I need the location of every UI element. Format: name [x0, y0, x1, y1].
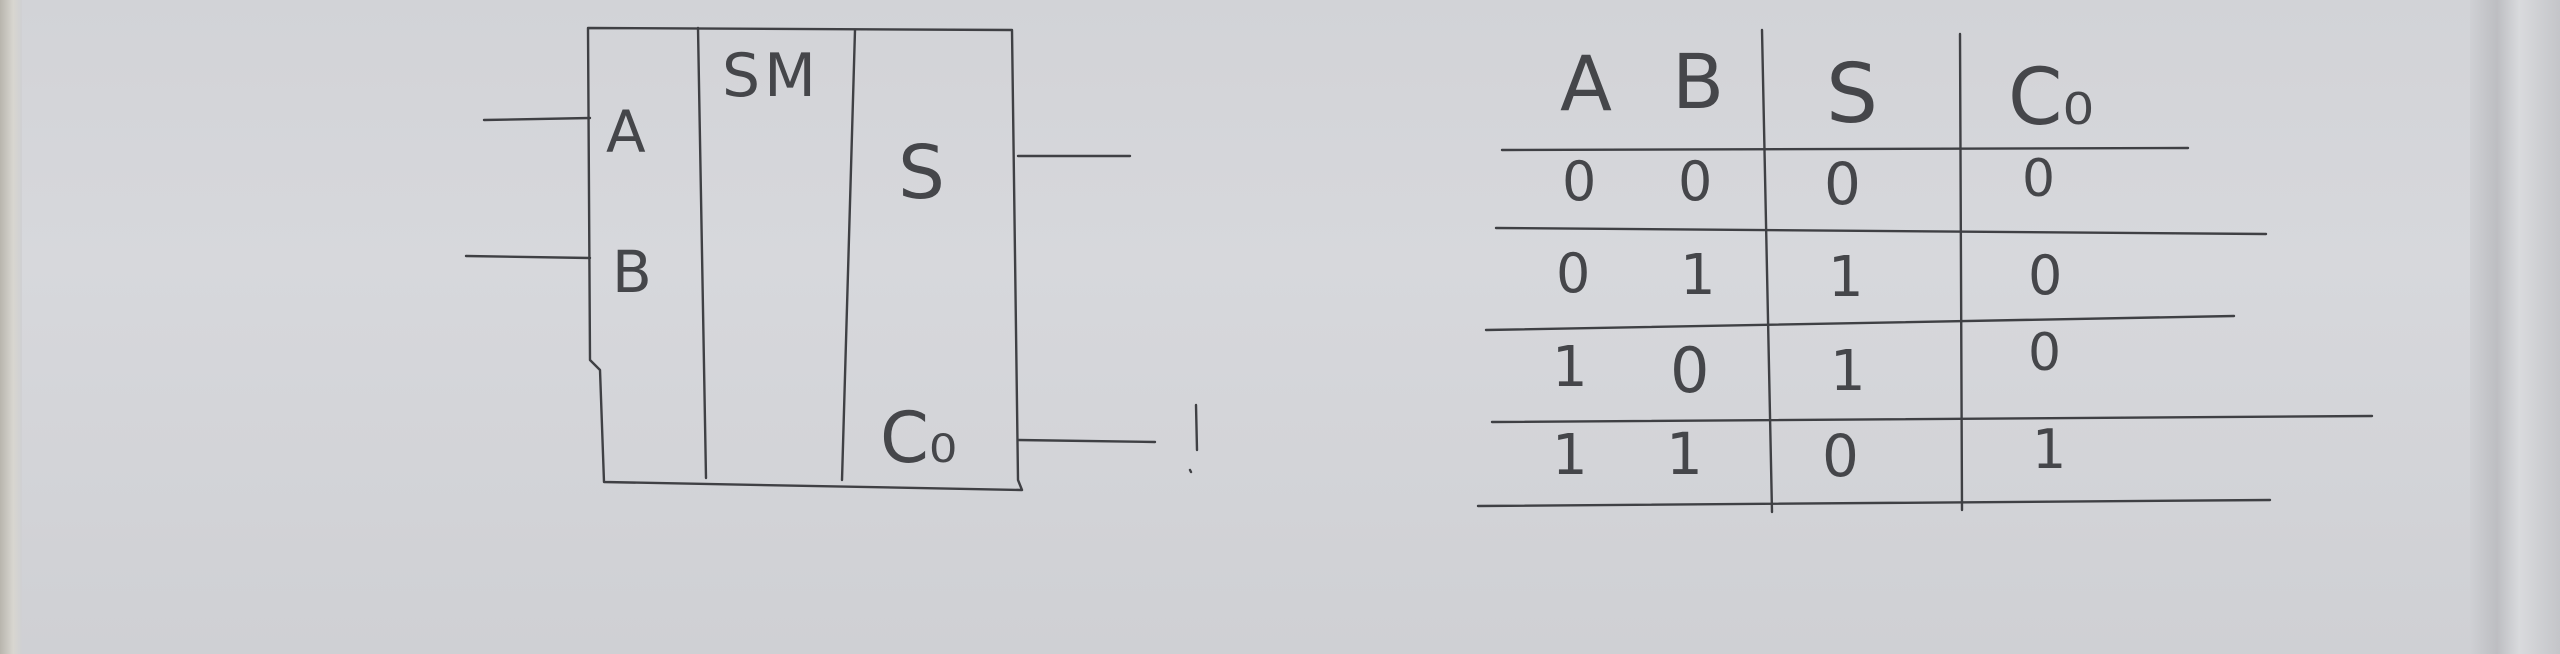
table-rule-header — [1500, 146, 2190, 152]
cell-b: 1 — [1666, 420, 1703, 488]
block-outline — [586, 26, 1024, 492]
cell-co: 0 — [2028, 323, 2061, 383]
table-divider-inputs-outputs — [1760, 28, 1774, 514]
table-row: 0 0 0 0 — [1562, 149, 2055, 218]
half-adder-block: A B SM S C₀ — [464, 26, 1199, 492]
whiteboard-left-frame — [0, 0, 22, 654]
truth-table: A B S C₀ 0 0 0 0 0 1 1 0 1 0 1 — [1476, 28, 2374, 514]
cell-a: 1 — [1552, 335, 1588, 400]
input-line-a — [482, 116, 592, 122]
output-label-s: S — [898, 130, 945, 216]
cell-b: 1 — [1680, 243, 1716, 308]
cell-co: 1 — [2032, 418, 2066, 481]
cell-co: 0 — [2028, 244, 2062, 307]
input-line-b — [464, 254, 592, 260]
table-rule-row-1 — [1494, 226, 2268, 236]
cell-b: 0 — [1670, 334, 1709, 407]
output-label-co: C₀ — [880, 397, 957, 479]
table-divider-s-co — [1958, 32, 1964, 512]
table-row: 0 1 1 0 — [1556, 242, 2062, 310]
block-divider-left — [696, 26, 708, 480]
table-row: 1 0 1 0 — [1552, 323, 2061, 407]
header-a: A — [1560, 39, 1612, 128]
cell-a: 0 — [1556, 242, 1590, 305]
cell-a: 1 — [1552, 423, 1588, 488]
header-s: S — [1826, 47, 1878, 142]
cell-s: 1 — [1828, 245, 1864, 310]
cell-co: 0 — [2022, 149, 2055, 209]
whiteboard-right-frame — [2470, 0, 2560, 654]
block-divider-right — [840, 28, 857, 482]
cell-b: 0 — [1678, 150, 1712, 213]
table-row: 1 1 0 1 — [1552, 418, 2066, 490]
output-line-co — [1016, 438, 1157, 444]
input-label-b: B — [612, 238, 652, 306]
table-rule-row-3 — [1490, 414, 2374, 424]
function-label: SM — [722, 41, 820, 111]
cell-s: 0 — [1822, 422, 1859, 490]
cell-s: 0 — [1824, 150, 1861, 218]
table-rule-row-2 — [1484, 314, 2236, 332]
cell-s: 1 — [1830, 339, 1866, 404]
input-label-a: A — [606, 98, 646, 166]
cell-a: 0 — [1562, 150, 1596, 213]
header-co: C₀ — [2008, 53, 2094, 143]
header-b: B — [1672, 37, 1724, 126]
table-rule-bottom — [1476, 498, 2272, 508]
stray-mark — [1188, 403, 1199, 474]
